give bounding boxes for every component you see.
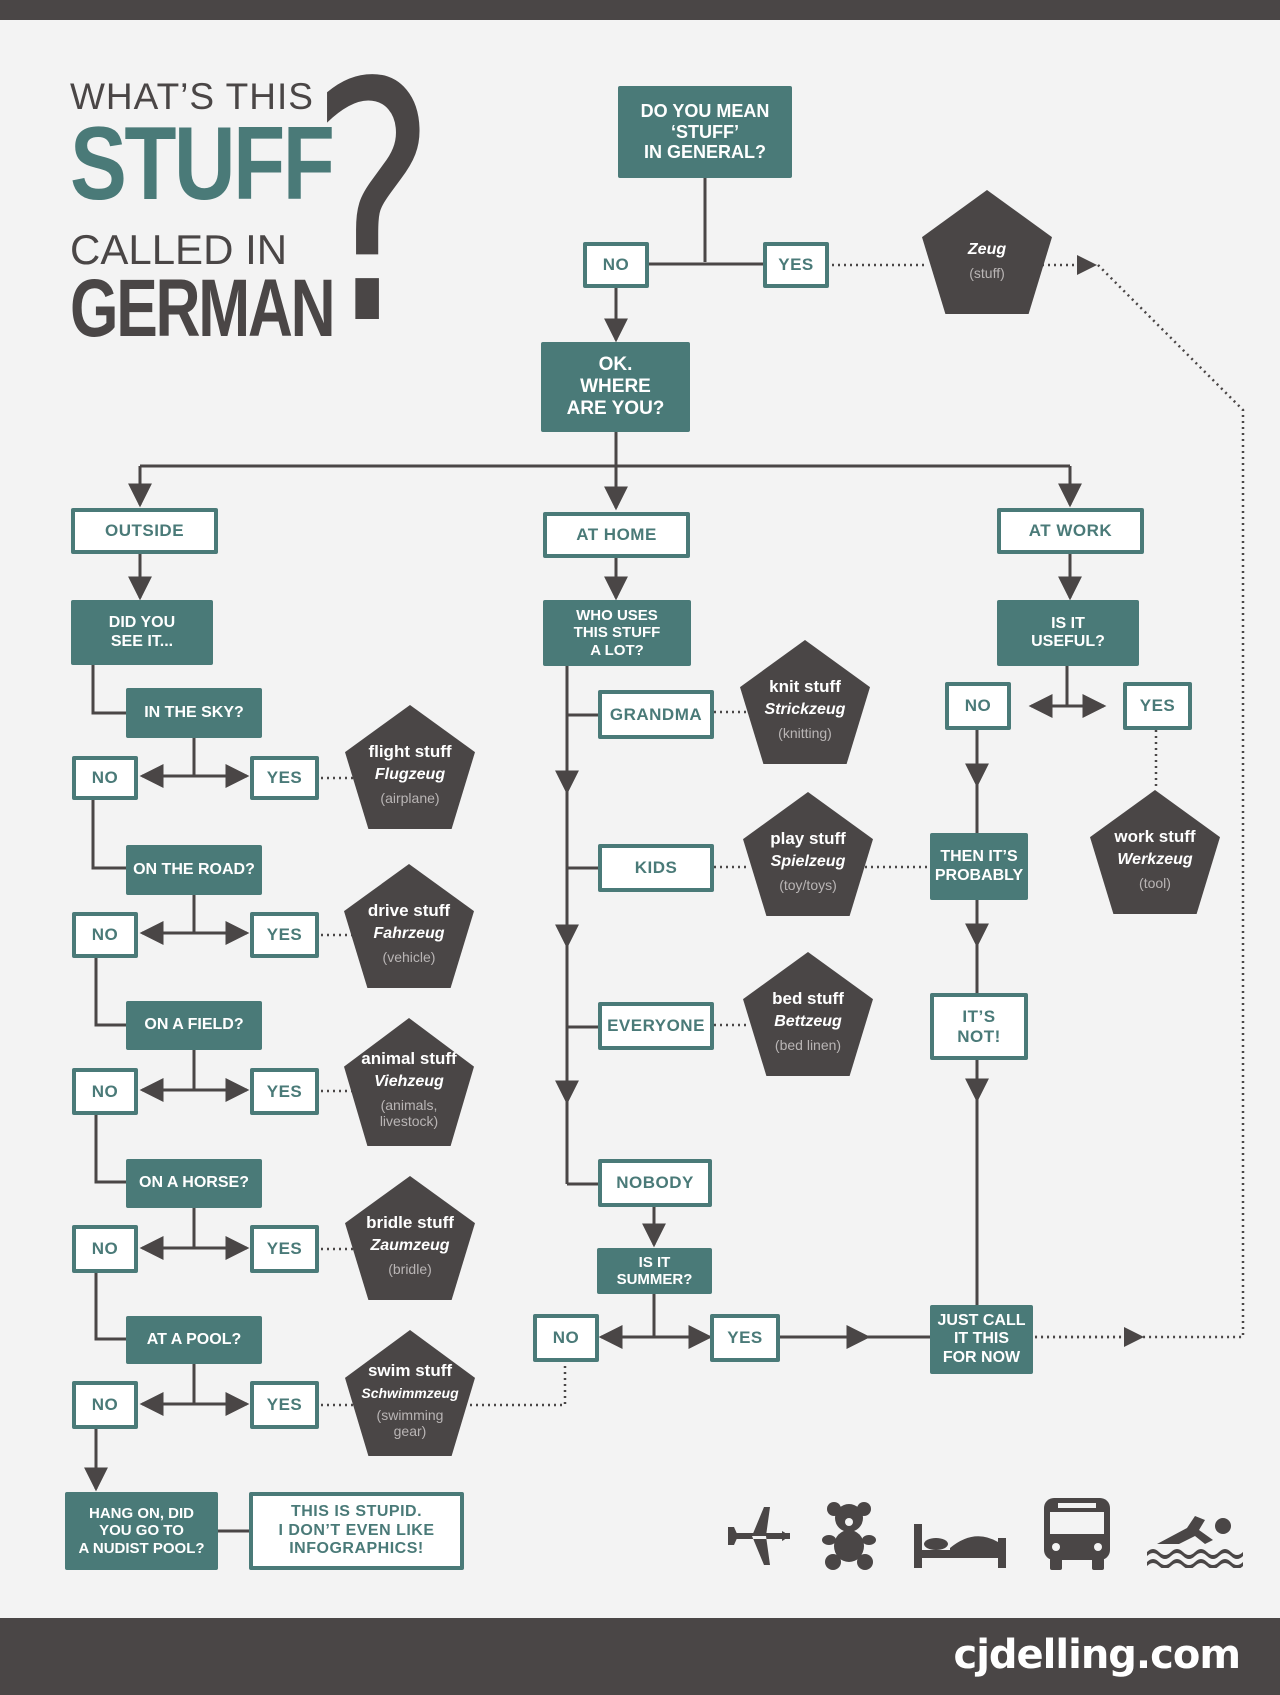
result-swim-translation: (swimming gear) [376, 1406, 444, 1439]
answer-at-home: AT HOME [543, 512, 690, 558]
title-line-2: STUFF [70, 106, 335, 222]
question-where: OK. WHERE ARE YOU? [541, 342, 690, 432]
question-who-uses: WHO USES THIS STUFF A LOT? [543, 600, 691, 666]
question-on-road: ON THE ROAD? [126, 845, 262, 895]
result-zeug-translation: (stuff) [969, 264, 1005, 281]
question-probably: THEN IT’S PROBABLY [930, 833, 1028, 900]
question-mark: ? [310, 13, 437, 397]
result-work-german: Werkzeug [1117, 850, 1193, 868]
answer-no-sky: NO [72, 756, 138, 800]
question-just-call: JUST CALL IT THIS FOR NOW [930, 1305, 1033, 1374]
result-knit-english: knit stuff [769, 676, 841, 696]
result-zeug-german: Zeug [967, 240, 1007, 258]
result-drive-translation: (vehicle) [382, 948, 436, 965]
answer-yes-pool: YES [250, 1381, 319, 1429]
result-animal-german: Viehzeug [374, 1072, 444, 1090]
result-animal-translation: (animals, livestock) [379, 1096, 439, 1129]
result-bed-translation: (bed linen) [774, 1036, 842, 1053]
result-swim-german: Schwimmzeug [361, 1384, 459, 1401]
result-swim-english: swim stuff [367, 1360, 453, 1380]
result-work-translation: (tool) [1139, 874, 1171, 891]
bus-icon [1044, 1498, 1110, 1570]
answer-no-pool: NO [72, 1381, 138, 1429]
result-bed-german: Bettzeug [774, 1012, 842, 1030]
answer-at-work: AT WORK [997, 508, 1144, 554]
result-bed-english: bed stuff [772, 988, 844, 1008]
answer-no-field: NO [72, 1068, 138, 1115]
result-play-translation: (toy/toys) [779, 876, 837, 893]
top-bar [0, 0, 1280, 20]
answer-outside: OUTSIDE [71, 508, 218, 554]
answer-yes-road: YES [250, 912, 319, 958]
result-work-english: work stuff [1114, 826, 1196, 846]
title-line-1: WHAT’S THIS [70, 76, 314, 117]
result-knit-german: Strickzeug [764, 700, 846, 718]
question-see-it: DID YOU SEE IT... [71, 600, 213, 665]
answer-no-useful: NO [945, 682, 1011, 730]
result-flight-translation: (airplane) [380, 789, 440, 806]
question-useful: IS IT USEFUL? [997, 600, 1139, 666]
answer-no-road: NO [72, 912, 138, 958]
question-in-sky: IN THE SKY? [126, 688, 262, 738]
answer-yes-sky: YES [250, 756, 319, 800]
answer-its-not: IT’S NOT! [930, 993, 1028, 1060]
result-bridle-english: bridle stuff [366, 1212, 454, 1232]
swimmer-icon [1147, 1516, 1243, 1568]
result-flight-english: flight stuff [368, 741, 452, 761]
answer-no-horse: NO [72, 1225, 138, 1273]
answer-no-general: NO [583, 242, 649, 288]
question-on-field: ON A FIELD? [126, 1001, 262, 1050]
question-summer: IS IT SUMMER? [597, 1248, 712, 1294]
question-at-pool: AT A POOL? [126, 1316, 262, 1364]
result-flight-german: Flugzeug [374, 765, 446, 783]
airplane-icon [728, 1507, 790, 1565]
result-drive-english: drive stuff [367, 900, 451, 920]
teddy-bear-icon [822, 1502, 876, 1570]
answer-nobody: NOBODY [598, 1159, 712, 1207]
result-drive-german: Fahrzeug [373, 924, 445, 942]
result-play-english: play stuff [770, 828, 846, 848]
answer-yes-useful: YES [1123, 682, 1192, 730]
answer-yes-general: YES [763, 242, 829, 288]
answer-everyone: EVERYONE [598, 1002, 714, 1050]
bed-icon [914, 1524, 1006, 1568]
question-on-horse: ON A HORSE? [126, 1159, 262, 1208]
question-nudist-pool: HANG ON, DID YOU GO TO A NUDIST POOL? [65, 1492, 218, 1570]
title-line-3: CALLED IN [70, 226, 288, 273]
answer-yes-summer: YES [710, 1314, 780, 1362]
question-general: DO YOU MEAN ‘STUFF’ IN GENERAL? [618, 86, 792, 178]
title-line-4: GERMAN [70, 263, 336, 354]
result-knit-translation: (knitting) [778, 724, 832, 741]
result-play-german: Spielzeug [770, 852, 846, 870]
result-bridle-german: Zaumzeug [370, 1236, 450, 1254]
answer-kids: KIDS [598, 844, 714, 892]
brand-logo-text: cjdelling.com [953, 1632, 1241, 1678]
answer-grandma: GRANDMA [598, 690, 714, 739]
answer-yes-horse: YES [250, 1225, 319, 1273]
answer-yes-field: YES [250, 1068, 319, 1115]
result-bridle-translation: (bridle) [388, 1260, 432, 1277]
answer-no-summer: NO [533, 1314, 599, 1362]
bottom-bar [0, 1618, 1280, 1695]
answer-stupid: THIS IS STUPID. I DON’T EVEN LIKE INFOGR… [249, 1492, 464, 1570]
result-animal-english: animal stuff [361, 1048, 457, 1068]
